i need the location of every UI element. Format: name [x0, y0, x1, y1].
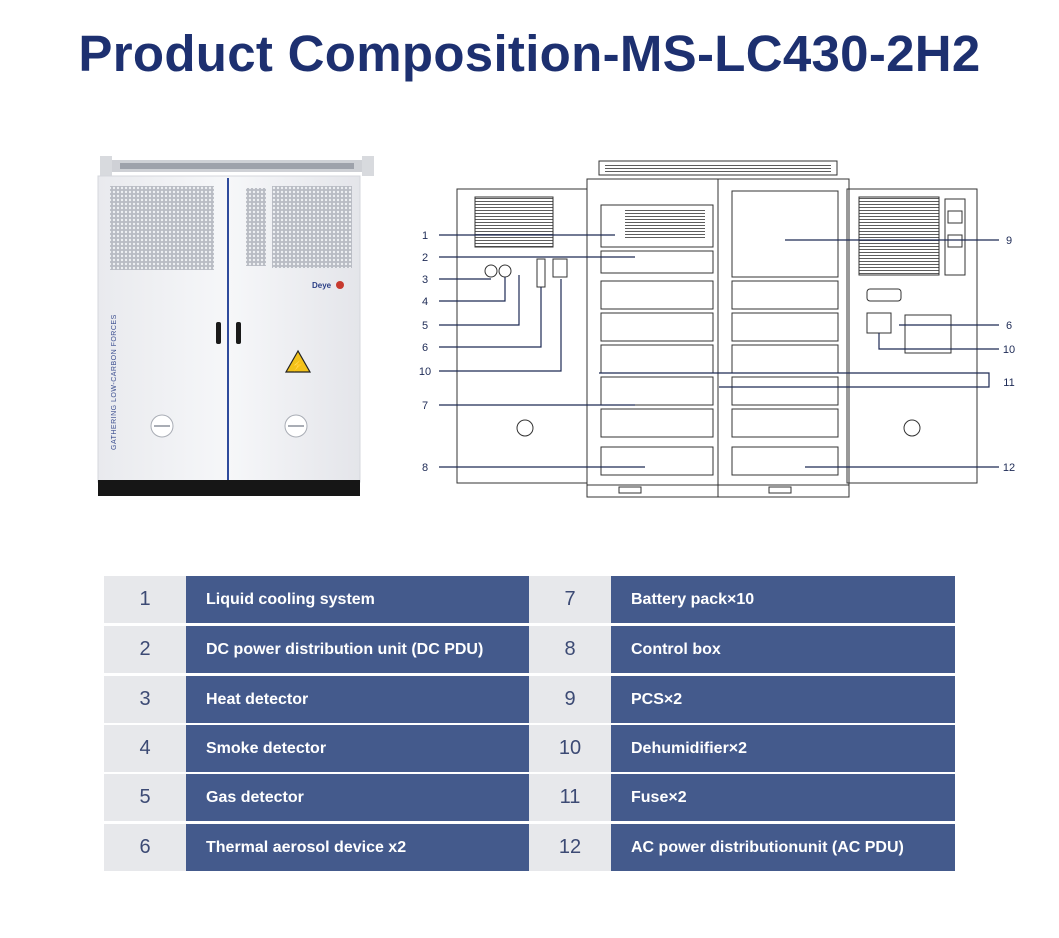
table-row: 2 DC power distribution unit (DC PDU) 8 …: [104, 626, 955, 673]
item-number: 3: [104, 676, 186, 723]
item-label: Fuse×2: [611, 774, 955, 821]
callout-12: 12: [1003, 462, 1015, 474]
item-number: 2: [104, 626, 186, 673]
item-label: Battery pack×10: [611, 576, 955, 623]
callout-6-right: 6: [1006, 320, 1012, 332]
item-number: 1: [104, 576, 186, 623]
table-row: 6 Thermal aerosol device x2 12 AC power …: [104, 824, 955, 871]
item-label: DC power distribution unit (DC PDU): [186, 626, 529, 673]
item-label: Thermal aerosol device x2: [186, 824, 529, 871]
callout-10-right: 10: [1003, 344, 1015, 356]
composition-diagram: 1 2 3 4 5 6 10 7 8 9 6 10 11 12: [419, 160, 1015, 498]
callout-1: 1: [422, 230, 428, 242]
brand-logo: Deye: [312, 281, 332, 290]
callout-10-left: 10: [419, 366, 431, 378]
item-number: 7: [529, 576, 611, 623]
callout-5: 5: [422, 320, 428, 332]
callout-11: 11: [1003, 377, 1014, 389]
item-number: 8: [529, 626, 611, 673]
callout-6-left: 6: [422, 342, 428, 354]
callout-9: 9: [1006, 235, 1012, 247]
table-row: 5 Gas detector 11 Fuse×2: [104, 774, 955, 821]
item-label: PCS×2: [611, 676, 955, 723]
side-slogan: GATHERING LOW-CARBON FORCES: [111, 314, 118, 450]
item-label: Gas detector: [186, 774, 529, 821]
item-number: 9: [529, 676, 611, 723]
item-label: Control box: [611, 626, 955, 673]
page-title: Product Composition-MS-LC430-2H2: [78, 25, 981, 82]
item-number: 4: [104, 725, 186, 772]
item-number: 12: [529, 824, 611, 871]
item-number: 11: [529, 774, 611, 821]
item-number: 5: [104, 774, 186, 821]
table-row: 4 Smoke detector 10 Dehumidifier×2: [104, 725, 955, 772]
item-number: 10: [529, 725, 611, 772]
item-label: Smoke detector: [186, 725, 529, 772]
callout-8: 8: [422, 462, 428, 474]
callout-4: 4: [422, 296, 428, 308]
table-row: 1 Liquid cooling system 7 Battery pack×1…: [104, 576, 955, 623]
item-label: Liquid cooling system: [186, 576, 529, 623]
item-label: AC power distributionunit (AC PDU): [611, 824, 955, 871]
callout-3: 3: [422, 274, 428, 286]
callout-7: 7: [422, 400, 428, 412]
table-row: 3 Heat detector 9 PCS×2: [104, 676, 955, 723]
svg-text:⚡: ⚡: [291, 359, 305, 372]
item-number: 6: [104, 824, 186, 871]
item-label: Heat detector: [186, 676, 529, 723]
callout-2: 2: [422, 252, 428, 264]
cabinet-photo: ⚡ Deye GATHERING LOW-CARBON FORCES: [97, 156, 374, 496]
item-label: Dehumidifier×2: [611, 725, 955, 772]
